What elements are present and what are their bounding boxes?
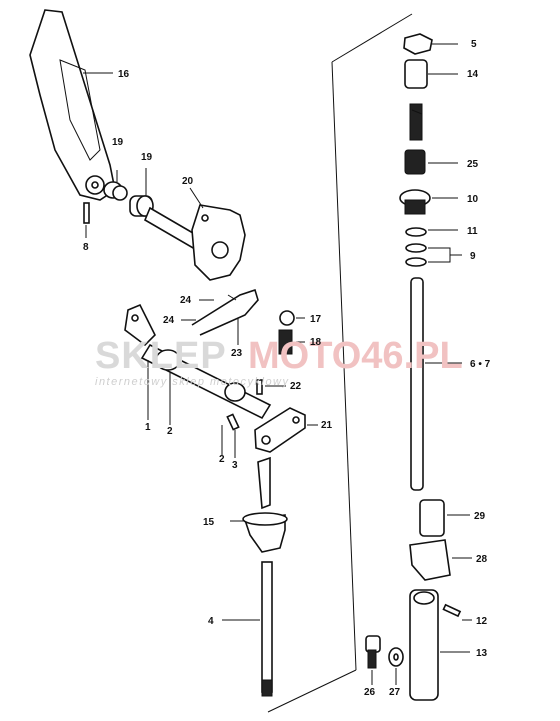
- label-17: 17: [310, 314, 322, 325]
- boundary-lines: [267, 13, 413, 713]
- ball-and-spring: [278, 310, 305, 355]
- label-15: 15: [203, 517, 215, 528]
- dowel-pins: [221, 379, 286, 458]
- label-9: 9: [470, 251, 476, 262]
- label-19-b: 19: [141, 152, 153, 163]
- clip: [409, 539, 472, 581]
- shift-lever-arm: [29, 9, 116, 201]
- nut: [403, 33, 458, 55]
- roller: [419, 499, 470, 537]
- label-24-b: 24: [163, 315, 175, 326]
- label-29: 29: [474, 511, 486, 522]
- long-rod: [222, 561, 273, 697]
- label-8: 8: [83, 242, 89, 253]
- label-14: 14: [467, 69, 479, 80]
- label-2-b: 2: [219, 454, 225, 465]
- sleeve: [404, 59, 458, 89]
- washers: [405, 227, 462, 267]
- shift-tube: [409, 589, 470, 701]
- adjuster-bolt: [409, 103, 423, 141]
- label-6-7: 6 • 7: [470, 359, 491, 370]
- label-25: 25: [467, 159, 479, 170]
- return-spring: [181, 288, 259, 345]
- label-11: 11: [467, 226, 478, 237]
- shift-cam-plate: [143, 187, 246, 281]
- pin: [83, 202, 90, 238]
- label-5: 5: [471, 39, 477, 50]
- label-19-a: 19: [112, 137, 124, 148]
- watermark-brand-left: SKLEP: [95, 335, 227, 377]
- label-2-a: 2: [167, 426, 173, 437]
- label-26: 26: [364, 687, 376, 698]
- label-20: 20: [182, 176, 194, 187]
- watermark-tagline: internetowy sklep motocyklowy: [95, 376, 290, 388]
- label-18: 18: [310, 337, 322, 348]
- label-21: 21: [321, 420, 333, 431]
- part-labels: 16 19 19 20 8 24 24 23 17 18 22 21 1 2 2…: [83, 39, 491, 698]
- label-10: 10: [467, 194, 479, 205]
- pushrod: [410, 277, 462, 491]
- label-13: 13: [476, 648, 488, 659]
- shift-shaft: [124, 303, 272, 425]
- label-1: 1: [145, 422, 151, 433]
- label-28: 28: [476, 554, 488, 565]
- label-3: 3: [232, 460, 238, 471]
- shift-rod-assembly: [230, 456, 288, 553]
- label-12: 12: [476, 616, 488, 627]
- bushing-a: [103, 170, 128, 201]
- label-22: 22: [290, 381, 302, 392]
- label-24-a: 24: [180, 295, 192, 306]
- watermark-brand-right: MOTO46.PL: [248, 335, 463, 377]
- small-pin: [442, 603, 472, 621]
- label-23: 23: [231, 348, 243, 359]
- label-16: 16: [118, 69, 130, 80]
- bolt-and-washer: [365, 635, 404, 685]
- label-27: 27: [389, 687, 401, 698]
- knob-cap: [404, 149, 458, 175]
- shift-arm: [254, 407, 318, 453]
- watermark: SKLEP MOTO46.PL internetowy sklep motocy…: [95, 335, 463, 388]
- label-4: 4: [208, 616, 214, 627]
- collar: [399, 189, 458, 215]
